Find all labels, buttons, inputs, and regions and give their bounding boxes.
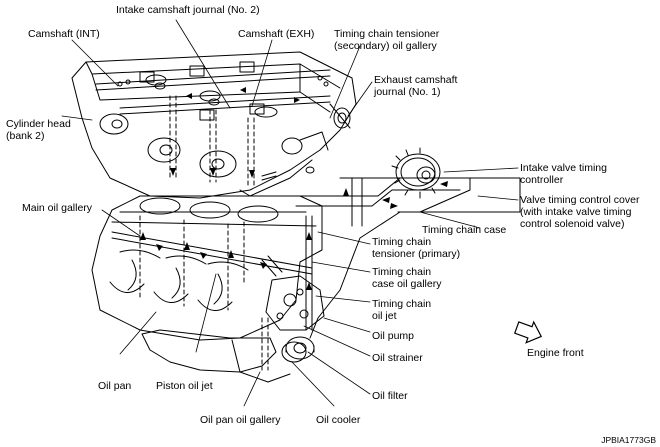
label-line: oil jet bbox=[372, 310, 397, 322]
cylinder-block-drawing bbox=[91, 195, 323, 341]
leader-lines bbox=[61, 19, 519, 407]
label-exhaust-camshaft-journal-no1: Exhaust camshaft journal (No. 1) bbox=[374, 74, 457, 98]
oil-pan-drawing bbox=[141, 329, 291, 383]
label-timing-chain-tensioner-secondary: Timing chain tensioner (secondary) oil g… bbox=[334, 28, 439, 52]
block-oil-passages bbox=[139, 215, 245, 311]
label-line: Timing chain bbox=[372, 266, 432, 278]
label-valve-timing-control-cover: Valve timing control cover (with intake … bbox=[520, 194, 639, 230]
label-timing-chain-tensioner-primary: Timing chain tensioner (primary) bbox=[372, 236, 460, 260]
oil-pump-drawing bbox=[261, 255, 325, 331]
label-line: Timing chain bbox=[372, 298, 432, 310]
label-line: controller bbox=[520, 174, 564, 186]
label-cylinder-head-bank2: Cylinder head (bank 2) bbox=[6, 118, 71, 142]
label-oil-pan-oil-gallery: Oil pan oil gallery bbox=[200, 414, 281, 426]
label-line: Exhaust camshaft bbox=[374, 74, 458, 86]
head-flow-arrows bbox=[170, 87, 300, 178]
label-intake-camshaft-journal-no2: Intake camshaft journal (No. 2) bbox=[116, 4, 260, 16]
oil-filter-drawing bbox=[281, 336, 315, 363]
label-line: Timing chain tensioner bbox=[334, 28, 440, 40]
label-camshaft-exh: Camshaft (EXH) bbox=[238, 28, 315, 40]
label-line: (bank 2) bbox=[6, 130, 45, 142]
block-flow-arrows bbox=[140, 232, 267, 269]
head-oil-passages bbox=[169, 95, 255, 187]
label-line: Valve timing control cover bbox=[520, 194, 640, 206]
label-oil-filter: Oil filter bbox=[372, 390, 408, 402]
label-line: (secondary) oil gallery bbox=[334, 40, 437, 52]
label-engine-front: Engine front bbox=[527, 347, 584, 359]
label-line: tensioner (primary) bbox=[372, 248, 461, 260]
case-flow-arrows bbox=[306, 181, 448, 290]
label-intake-valve-timing-controller: Intake valve timing controller bbox=[520, 162, 607, 186]
figure-code: JPBIA1773GB bbox=[601, 435, 656, 445]
label-oil-pump: Oil pump bbox=[372, 330, 415, 342]
label-timing-chain-case: Timing chain case bbox=[422, 224, 507, 236]
intake-vtc-sprocket-drawing bbox=[391, 147, 441, 199]
label-piston-oil-jet: Piston oil jet bbox=[156, 380, 213, 392]
label-oil-cooler: Oil cooler bbox=[316, 414, 361, 426]
label-oil-strainer: Oil strainer bbox=[372, 352, 423, 364]
label-timing-chain-case-oil-gallery: Timing chain case oil gallery bbox=[372, 266, 441, 290]
pan-oil-passage bbox=[261, 317, 269, 371]
label-line: journal (No. 1) bbox=[374, 86, 441, 98]
label-line: case oil gallery bbox=[372, 278, 442, 290]
engine-front-arrow-icon bbox=[513, 320, 543, 344]
cylinder-head-drawing bbox=[71, 51, 357, 199]
label-camshaft-int: Camshaft (INT) bbox=[28, 28, 100, 40]
label-line: control solenoid valve) bbox=[520, 218, 625, 230]
label-line: Intake valve timing bbox=[520, 162, 607, 174]
label-timing-chain-oil-jet: Timing chain oil jet bbox=[372, 298, 431, 322]
label-oil-pan: Oil pan bbox=[98, 380, 132, 392]
engine-front-indicator: Engine front bbox=[512, 320, 592, 360]
label-main-oil-gallery: Main oil gallery bbox=[22, 202, 93, 214]
label-line: Timing chain bbox=[372, 236, 432, 248]
label-line: (with intake valve timing bbox=[520, 206, 632, 218]
label-line: Cylinder head bbox=[6, 118, 71, 130]
